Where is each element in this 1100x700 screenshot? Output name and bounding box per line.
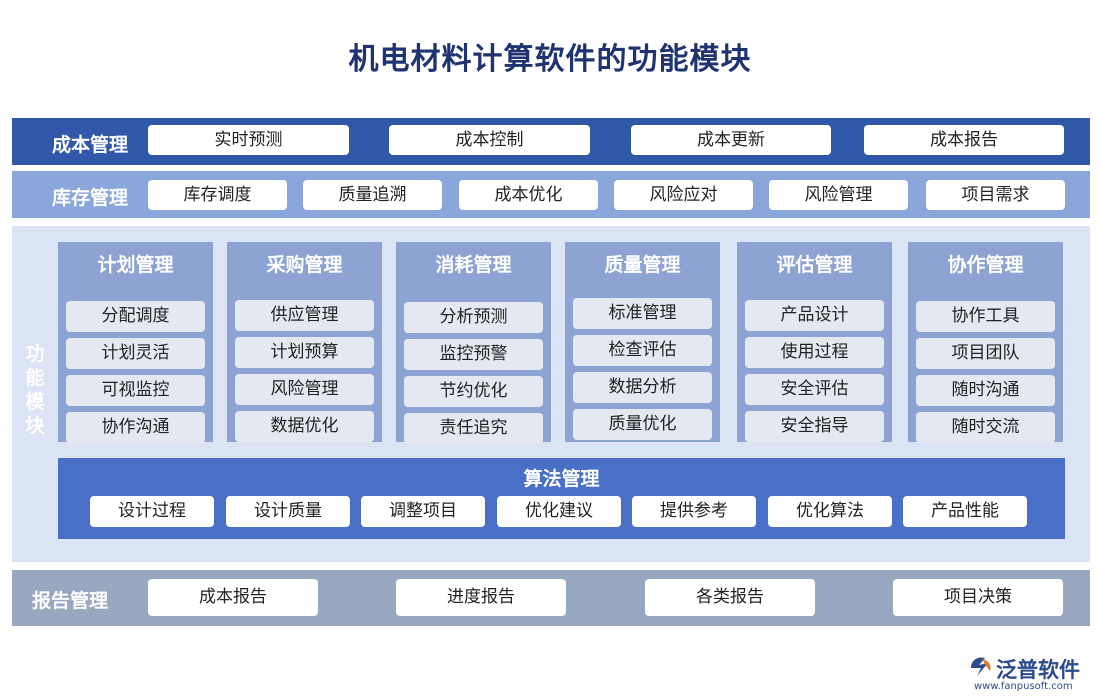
inventory-item: 质量追溯 <box>303 180 442 210</box>
module-plan: 计划管理 分配调度 计划灵活 可视监控 协作沟通 <box>58 242 213 443</box>
module-item: 检查评估 <box>573 335 712 366</box>
module-title: 消耗管理 <box>435 254 512 276</box>
inventory-management-band: 库存管理 库存调度 质量追溯 成本优化 风险应对 风险管理 项目需求 <box>12 171 1090 218</box>
module-item: 监控预警 <box>404 339 543 370</box>
module-purchase: 采购管理 供应管理 计划预算 风险管理 数据优化 <box>227 242 382 442</box>
cost-item: 实时预测 <box>148 125 349 155</box>
module-item: 责任追究 <box>404 413 543 444</box>
algorithm-item: 产品性能 <box>903 496 1027 527</box>
module-item: 安全指导 <box>745 411 884 442</box>
module-item: 数据优化 <box>235 411 374 442</box>
fanpu-logo-icon <box>971 657 991 676</box>
report-item: 各类报告 <box>645 579 815 616</box>
module-title: 采购管理 <box>266 254 343 276</box>
function-modules-label: 功能模块 <box>25 343 45 437</box>
module-item: 数据分析 <box>573 372 712 403</box>
report-item: 项目决策 <box>893 579 1063 616</box>
module-item: 使用过程 <box>745 337 884 368</box>
module-item: 标准管理 <box>573 298 712 329</box>
inventory-item: 成本优化 <box>459 180 598 210</box>
module-item: 协作工具 <box>916 301 1055 332</box>
report-item: 成本报告 <box>148 579 318 616</box>
page-title: 机电材料计算软件的功能模块 <box>348 42 752 77</box>
cost-management-band: 成本管理 实时预测 成本控制 成本更新 成本报告 <box>12 118 1090 165</box>
algorithm-item: 优化建议 <box>497 496 621 527</box>
cost-item: 成本控制 <box>389 125 590 155</box>
module-collaboration: 协作管理 协作工具 项目团队 随时沟通 随时交流 <box>908 242 1063 443</box>
module-item: 协作沟通 <box>66 412 205 443</box>
module-title: 质量管理 <box>604 254 681 276</box>
report-management-band: 报告管理 成本报告 进度报告 各类报告 项目决策 <box>12 570 1090 626</box>
module-item: 可视监控 <box>66 375 205 406</box>
module-evaluation: 评估管理 产品设计 使用过程 安全评估 安全指导 <box>737 242 892 442</box>
module-item: 质量优化 <box>573 409 712 440</box>
report-management-label: 报告管理 <box>32 590 109 612</box>
algorithm-management-title: 算法管理 <box>523 468 600 490</box>
module-item: 项目团队 <box>916 338 1055 369</box>
algorithm-item: 设计质量 <box>226 496 350 527</box>
algorithm-item: 调整项目 <box>361 496 485 527</box>
module-item: 供应管理 <box>235 300 374 331</box>
module-item: 计划灵活 <box>66 338 205 369</box>
inventory-item: 项目需求 <box>926 180 1065 210</box>
module-item: 随时交流 <box>916 412 1055 443</box>
module-item: 安全评估 <box>745 374 884 405</box>
module-item: 分配调度 <box>66 301 205 332</box>
cost-item: 成本更新 <box>631 125 831 155</box>
inventory-item: 风险应对 <box>614 180 753 210</box>
module-item: 随时沟通 <box>916 375 1055 406</box>
logo-url: www.fanpusoft.com <box>974 681 1073 692</box>
report-item: 进度报告 <box>396 579 566 616</box>
module-title: 评估管理 <box>776 254 853 276</box>
cost-management-label: 成本管理 <box>52 134 129 156</box>
module-item: 节约优化 <box>404 376 543 407</box>
cost-item: 成本报告 <box>864 125 1064 155</box>
algorithm-item: 优化算法 <box>768 496 892 527</box>
module-consumption: 消耗管理 分析预测 监控预警 节约优化 责任追究 <box>396 242 551 444</box>
module-item: 产品设计 <box>745 300 884 331</box>
module-title: 计划管理 <box>97 254 174 276</box>
algorithm-item: 提供参考 <box>632 496 756 527</box>
algorithm-item: 设计过程 <box>90 496 214 527</box>
module-title: 协作管理 <box>947 254 1024 276</box>
module-quality: 质量管理 标准管理 检查评估 数据分析 质量优化 <box>565 242 720 442</box>
inventory-item: 库存调度 <box>148 180 287 210</box>
module-item: 分析预测 <box>404 302 543 333</box>
inventory-item: 风险管理 <box>769 180 908 210</box>
algorithm-management-box: 算法管理 设计过程 设计质量 调整项目 优化建议 提供参考 优化算法 产品性能 <box>58 458 1065 539</box>
module-item: 计划预算 <box>235 337 374 368</box>
fanpu-logo: 泛普软件 www.fanpusoft.com <box>968 652 1092 696</box>
inventory-management-label: 库存管理 <box>52 187 129 209</box>
module-item: 风险管理 <box>235 374 374 405</box>
function-modules-panel: 功能模块 计划管理 分配调度 计划灵活 可视监控 协作沟通 采购管理 供应管理 … <box>12 226 1090 562</box>
logo-name: 泛普软件 <box>996 658 1080 682</box>
